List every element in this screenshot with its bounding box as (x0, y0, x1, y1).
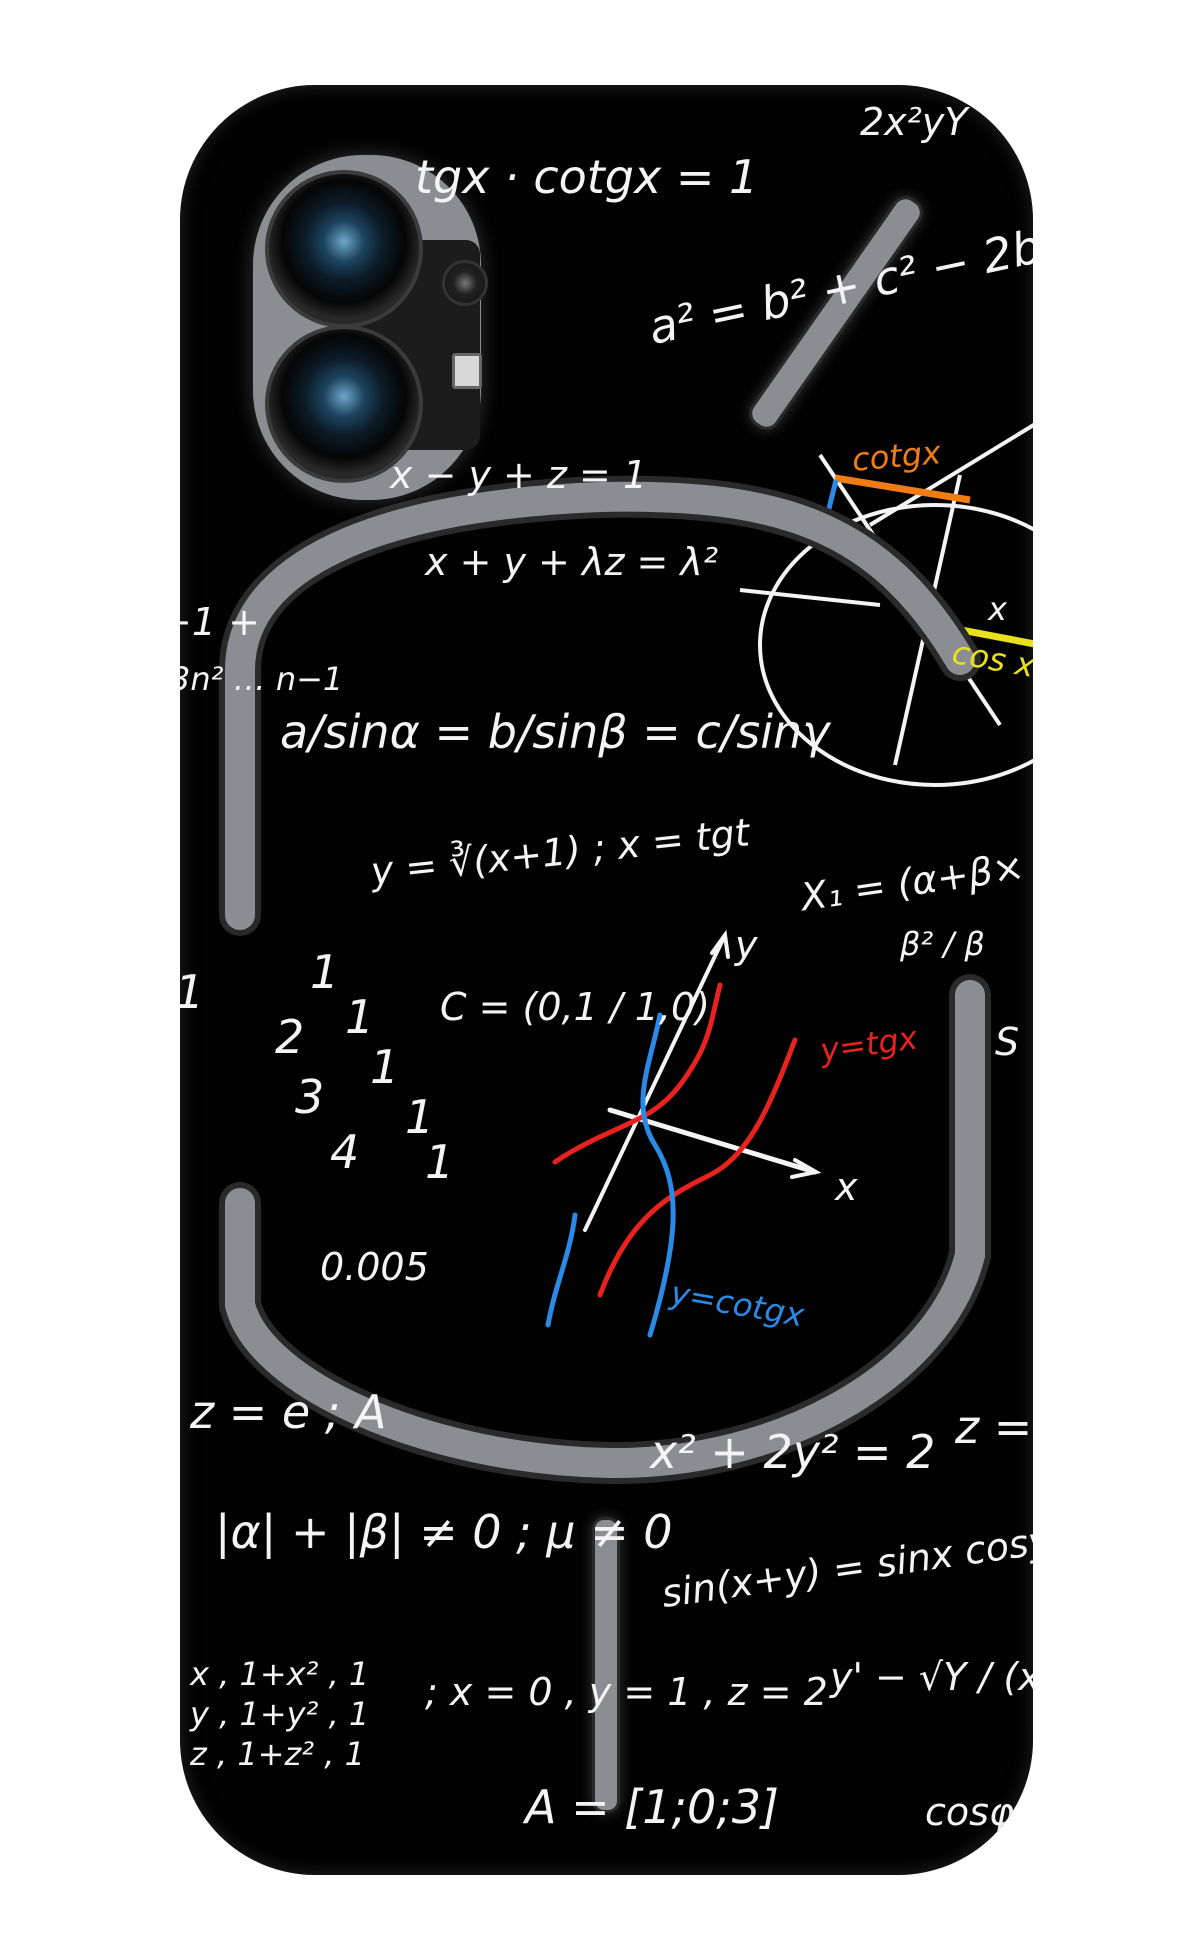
label-y-axis: y (735, 923, 758, 967)
formula-S: S (995, 1020, 1020, 1064)
camera-sensor (442, 260, 488, 306)
formula-eq2: x + y + λz = λ² (425, 540, 719, 584)
formula-eq1: x − y + z = 1 (390, 453, 648, 497)
unit-circle-diagram (739, 423, 1033, 787)
formula-vector: A = [1;0;3] (525, 1780, 779, 1834)
sequence-3: 3 (295, 1070, 325, 1124)
sequence-2: 2 (275, 1010, 305, 1064)
formula-deriv: y' − √Y / (x+2) = (830, 1655, 1033, 1699)
formula-z-right: z = (955, 1400, 1033, 1454)
bottom-bar (592, 1517, 620, 1813)
flash-icon (452, 353, 482, 389)
matrix-big-row-2: y , 1+y² , 1 (190, 1695, 370, 1733)
formula-tg-cotg: tgx · cotgx = 1 (415, 150, 759, 204)
gray-ring (219, 475, 991, 1485)
label-cotgx: cotgx (850, 433, 943, 479)
trig-graph (545, 929, 822, 1338)
formula-frac-left2: 3n² … n−1 (180, 660, 344, 698)
formula-matrix-c: C = (0,1 / 1,0) (440, 985, 711, 1029)
formula-small: 0.005 (320, 1245, 429, 1289)
formula-z-e: z = e ; A (190, 1385, 387, 1439)
sequence-1: 1 (180, 965, 204, 1019)
matrix-big-row-1: x , 1+x² , 1 (190, 1655, 370, 1693)
sequence-4: 4 (330, 1125, 360, 1179)
formula-cos-phi: cosφ = (925, 1790, 1033, 1834)
camera-lens-bottom (265, 325, 423, 483)
phone-case: tgx · cotgx = 1 2x²yY a² = b² + c² − 2b … (180, 85, 1033, 1875)
formula-top-right: 2x²yY (860, 100, 968, 144)
formula-frac-eq2: x² + 2y² = 2 (650, 1425, 936, 1479)
formula-beta: β² / β (900, 925, 985, 963)
camera-lens-top (265, 170, 423, 328)
ones-4: 1 (405, 1090, 435, 1144)
ones-1: 1 (310, 945, 340, 999)
ones-5: 1 (425, 1135, 455, 1189)
ones-3: 1 (370, 1040, 400, 1094)
case-artwork (219, 423, 1033, 1485)
formula-abs: |α| + |β| ≠ 0 ; μ ≠ 0 (215, 1505, 673, 1559)
label-x-axis: x (835, 1165, 858, 1209)
formula-law-sines: a/sinα = b/sinβ = c/sinγ (280, 705, 830, 759)
matrix-big-row-3: z , 1+z² , 1 (190, 1735, 365, 1773)
formula-frac-left: +1 + (180, 600, 260, 644)
label-circle-x: x (988, 590, 1007, 628)
formula-cond: ; x = 0 , y = 1 , z = 2 (425, 1670, 828, 1714)
ones-2: 1 (345, 990, 375, 1044)
